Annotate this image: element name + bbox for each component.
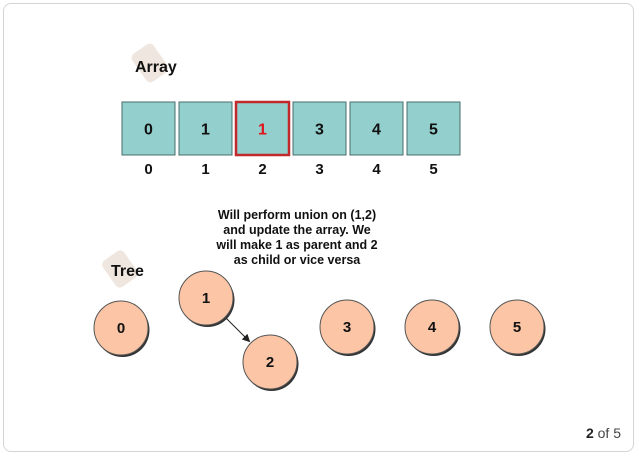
array-cell-value-4: 4 (372, 122, 381, 139)
tree-node-label-4: 4 (428, 319, 437, 336)
array-label-tag: Array (131, 43, 177, 83)
array-cell-box-5 (406, 101, 461, 156)
counter-separator: of (597, 425, 610, 441)
array-index-4: 4 (372, 161, 381, 178)
array-cell-4: 4 (349, 101, 404, 156)
tree-node-5: 5 (489, 299, 546, 356)
array-cell-box-3 (292, 101, 347, 156)
array-cell-value-1: 1 (201, 122, 210, 139)
tree-node-0: 0 (93, 300, 150, 357)
array-cell-box-2 (234, 100, 291, 157)
tree-node-label-0: 0 (117, 320, 125, 337)
tree-node-3: 3 (319, 299, 376, 356)
array-cell-0: 0 (121, 101, 176, 156)
array-cell-2: 1 (234, 100, 291, 157)
array-index-0: 0 (144, 161, 152, 178)
array: 0 0 1 1 1 2 3 3 4 4 5 5 (121, 100, 461, 178)
tree-edges (224, 316, 251, 343)
annotation-line-4: as child or vice versa (234, 253, 362, 267)
tree-node-label-1: 1 (202, 290, 210, 307)
current-slide: 2 (585, 425, 594, 441)
array-label: Array (135, 59, 177, 76)
annotation-line-3: will make 1 as parent and 2 (215, 238, 377, 252)
tree-node-2: 2 (242, 334, 299, 391)
tree-label-tag: Tree (102, 250, 144, 288)
tree-node-label-5: 5 (513, 319, 521, 336)
array-cell-value-0: 0 (144, 122, 153, 139)
array-cell-3: 3 (292, 101, 347, 156)
total-slides: 5 (613, 425, 621, 441)
tree-node-label-3: 3 (343, 319, 351, 336)
tree-label: Tree (111, 263, 144, 280)
array-cell-box-0 (121, 101, 176, 156)
slide-counter: 2 of 5 (586, 425, 621, 441)
tree-node-circle-2 (242, 334, 298, 390)
annotation-line-1: Will perform union on (1,2) (218, 208, 376, 222)
array-cell-box-4 (349, 101, 404, 156)
annotation: Will perform union on (1,2) and update t… (215, 208, 377, 267)
array-cell-box-1 (178, 101, 233, 156)
array-index-5: 5 (429, 161, 437, 178)
tree-node-label-2: 2 (266, 354, 274, 371)
array-index-3: 3 (315, 161, 323, 178)
array-index-2: 2 (258, 161, 266, 178)
slide-frame (3, 3, 634, 452)
tree-nodes: 0 1 2 3 4 5 (93, 270, 546, 391)
tree-node-1: 1 (178, 270, 235, 327)
tree-node-4: 4 (404, 299, 461, 356)
tree-node-circle-4 (404, 299, 460, 355)
tree-node-circle-1 (178, 270, 234, 326)
array-cell-5: 5 (406, 101, 461, 156)
tree-tag-shape (102, 250, 138, 288)
tree-node-circle-3 (319, 299, 375, 355)
array-cell-value-5: 5 (429, 122, 438, 139)
array-cell-value-2: 1 (258, 122, 267, 139)
array-index-1: 1 (201, 161, 209, 178)
array-cell-1: 1 (178, 101, 233, 156)
array-cell-value-3: 3 (315, 122, 324, 139)
annotation-line-2: and update the array. We (223, 223, 371, 237)
tree-node-circle-5 (489, 299, 545, 355)
array-tag-shape (131, 43, 169, 83)
tree-edge-1-2 (224, 316, 251, 343)
tree-node-circle-0 (93, 300, 149, 356)
